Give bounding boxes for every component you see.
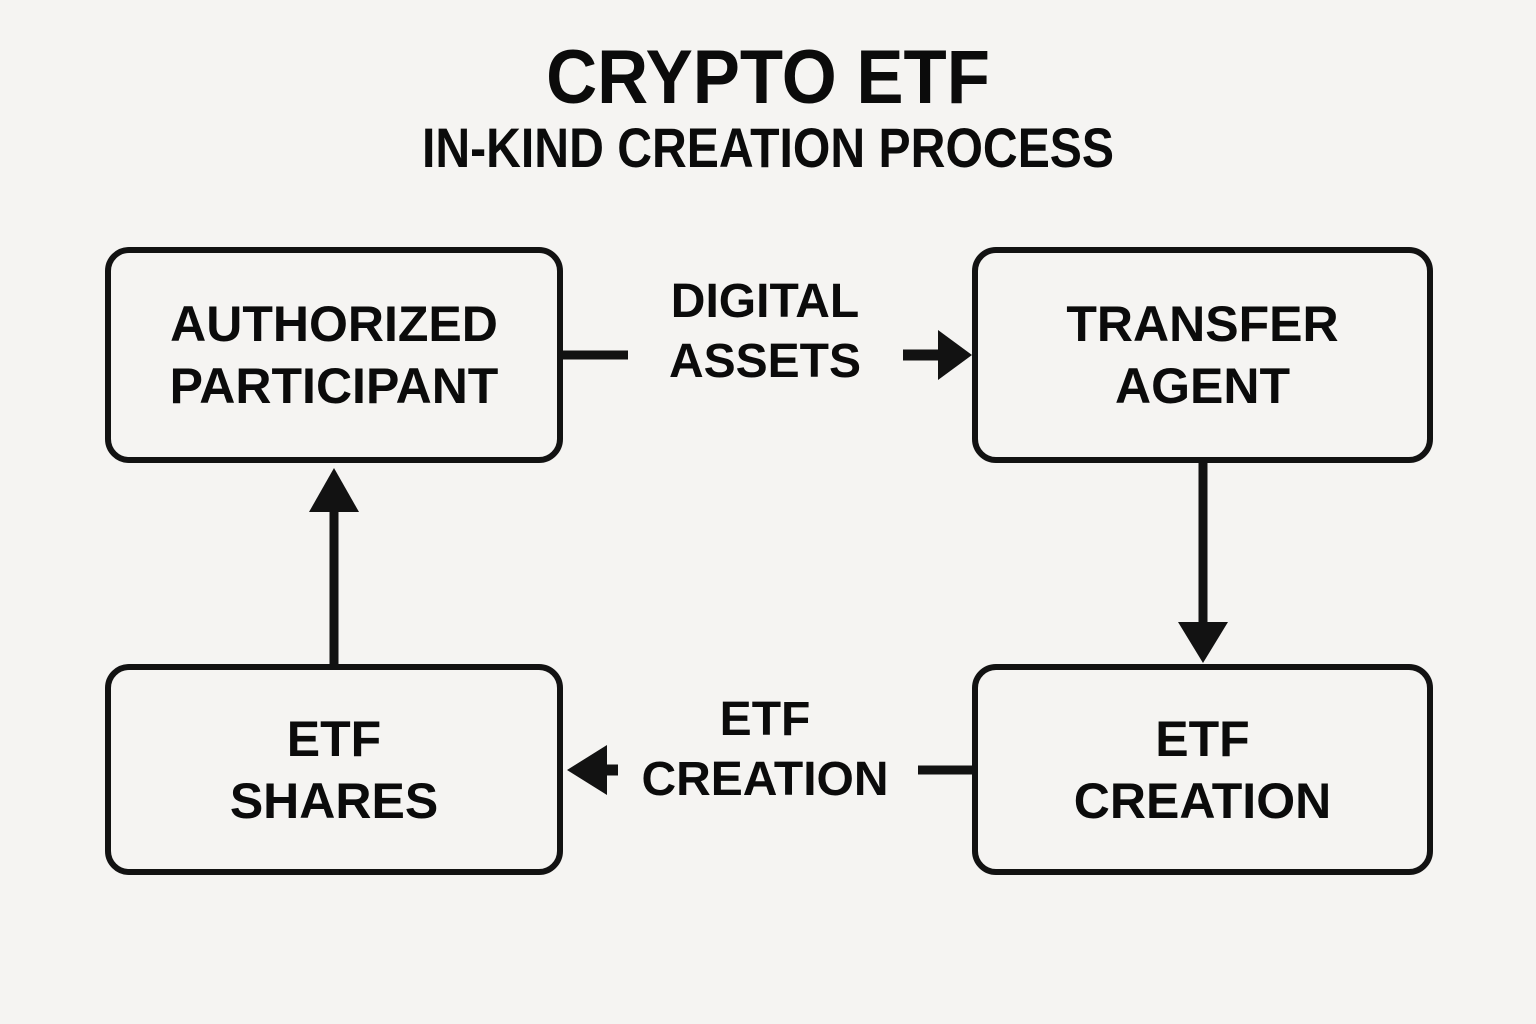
edge-shares-to-ap-arrow — [309, 468, 359, 664]
edge-label-etf-creation: ETF CREATION — [641, 693, 889, 806]
edge-label-digital-assets: DIGITAL ASSETS — [668, 275, 862, 388]
edge-ap-to-ta-arrow — [903, 330, 972, 380]
node-label: AUTHORIZED PARTICIPANT — [169, 296, 499, 414]
node-label: TRANSFER AGENT — [1066, 296, 1339, 414]
header-block: CRYPTO ETF IN-KIND CREATION PROCESS — [0, 38, 1536, 178]
node-label: ETF CREATION — [1073, 710, 1332, 829]
node-authorized-participant[interactable]: AUTHORIZED PARTICIPANT — [105, 247, 563, 463]
page-subtitle: IN-KIND CREATION PROCESS — [421, 116, 1115, 179]
edge-creation-to-shares-arrow — [567, 745, 618, 795]
node-transfer-agent[interactable]: TRANSFER AGENT — [972, 247, 1433, 463]
edge-ta-to-creation-arrow — [1178, 462, 1228, 663]
node-label: ETF SHARES — [229, 710, 439, 829]
node-etf-shares[interactable]: ETF SHARES — [105, 664, 563, 875]
node-etf-creation[interactable]: ETF CREATION — [972, 664, 1433, 875]
page-title: CRYPTO ETF — [546, 35, 990, 120]
